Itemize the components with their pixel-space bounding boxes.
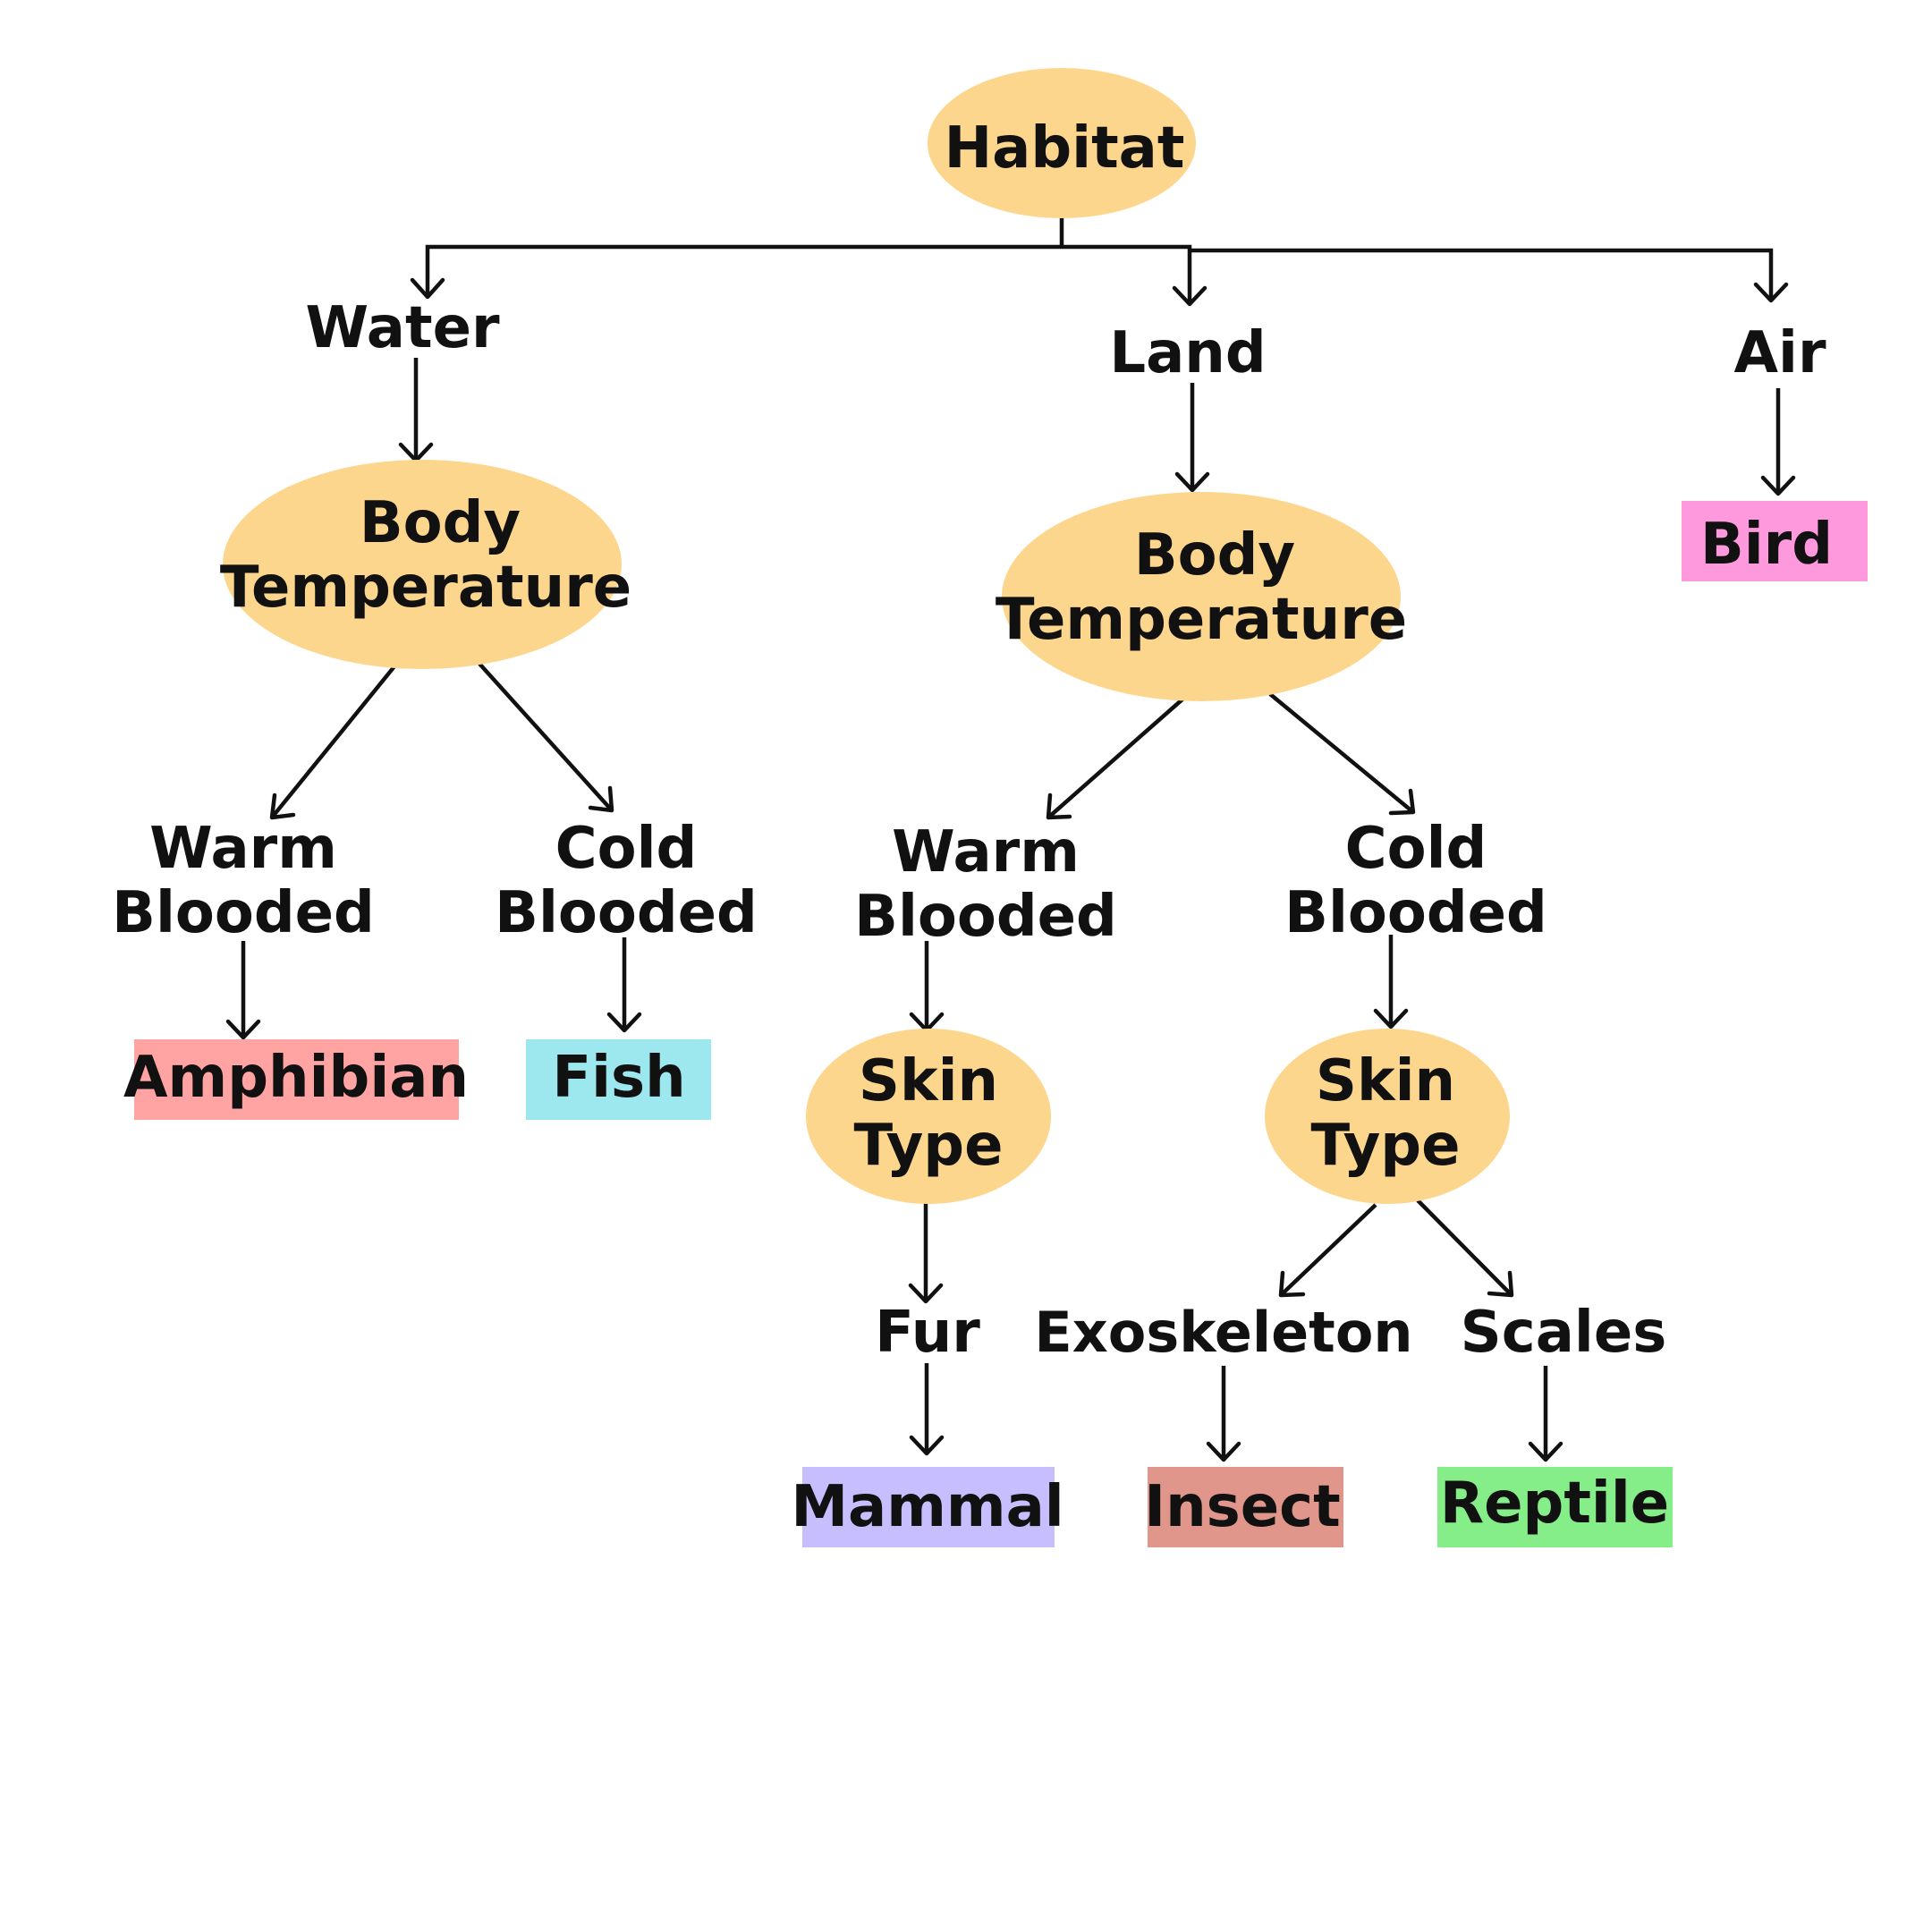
edge-water-bodytemp-to-cold <box>478 662 614 812</box>
reptile-box <box>1437 1467 1673 1547</box>
arrow-land <box>1172 285 1208 307</box>
edge-habitat-to-air <box>1190 248 1774 301</box>
water-bodytemp-ellipse <box>223 460 622 669</box>
water-warm-label-line1: Warm <box>149 816 337 882</box>
land-label: Land <box>1109 320 1266 386</box>
insect-box <box>1148 1467 1343 1547</box>
skintype-cold-label-line1: Skin <box>1316 1048 1455 1114</box>
outcome-boxes <box>134 501 1868 1547</box>
land-bodytemp-label-line1: Body <box>1134 522 1295 589</box>
arrow-insect <box>1206 1441 1241 1462</box>
bird-box <box>1682 501 1868 581</box>
land-warm-label-line2: Blooded <box>854 884 1117 950</box>
arrow-air-bird <box>1760 475 1796 496</box>
arrow-exoskeleton <box>1278 1270 1306 1298</box>
arrow-water-warm <box>269 792 296 820</box>
land-bodytemp-ellipse <box>1002 492 1401 701</box>
edge-land-bodytemp-to-cold <box>1268 692 1415 814</box>
mammal-box <box>802 1467 1055 1547</box>
skintype-cold-ellipse <box>1265 1029 1510 1204</box>
water-bodytemp-label-line2: Temperature <box>220 555 631 621</box>
water-cold-label-line1: Cold <box>555 816 698 882</box>
decision-nodes <box>223 68 1510 1204</box>
air-label: Air <box>1733 320 1826 386</box>
skintype-warm-ellipse <box>806 1029 1051 1204</box>
land-cold-label-line1: Cold <box>1345 816 1487 882</box>
labels: Habitat Water Land Air Body Temperature … <box>112 115 1833 1540</box>
edge-land-bodytemp-to-warm <box>1046 697 1185 819</box>
land-warm-label-line1: Warm <box>892 819 1080 886</box>
fur-label: Fur <box>875 1300 980 1366</box>
scales-label: Scales <box>1461 1300 1667 1366</box>
arrow-mammal <box>909 1435 945 1456</box>
insect-label: Insect <box>1144 1474 1340 1540</box>
skintype-warm-label-line1: Skin <box>859 1048 998 1114</box>
arrow-amphibian <box>225 1019 261 1040</box>
fish-label: Fish <box>552 1045 685 1111</box>
habitat-ellipse <box>928 68 1196 218</box>
arrow-air <box>1753 282 1789 303</box>
edge-water-bodytemp-to-warm <box>270 665 396 819</box>
arrow-land-cold-skintype <box>1373 1008 1409 1030</box>
arrow-land-cold <box>1388 788 1416 816</box>
fish-box <box>526 1039 711 1120</box>
edge-skintype-to-scales <box>1416 1199 1513 1297</box>
arrow-water <box>410 277 445 300</box>
arrow-fish <box>606 1012 642 1033</box>
exoskeleton-label: Exoskeleton <box>1034 1300 1412 1365</box>
land-cold-label-line2: Blooded <box>1284 880 1547 946</box>
arrow-scales <box>1487 1270 1514 1298</box>
water-bodytemp-label-line1: Body <box>360 490 521 556</box>
edge-habitat-to-land <box>1062 244 1192 304</box>
skintype-warm-label-line2: Type <box>854 1113 1004 1179</box>
mammal-label: Mammal <box>791 1474 1063 1540</box>
land-bodytemp-label-line2: Temperature <box>996 587 1407 653</box>
edge-skintype-to-exoskeleton <box>1279 1203 1377 1297</box>
arrow-land-bodytemp <box>1174 471 1210 493</box>
bird-label: Bird <box>1700 512 1833 578</box>
arrow-reptile <box>1528 1441 1563 1462</box>
habitat-label: Habitat <box>945 115 1185 182</box>
water-warm-label-line2: Blooded <box>112 880 375 946</box>
edge-habitat-to-water <box>425 244 1062 297</box>
arrow-fur <box>908 1283 944 1304</box>
water-label: Water <box>305 295 500 361</box>
amphibian-box <box>134 1039 459 1120</box>
water-cold-label-line2: Blooded <box>495 880 758 946</box>
amphibian-label: Amphibian <box>123 1045 469 1111</box>
arrow-land-warm <box>1046 792 1072 820</box>
connectors <box>225 216 1796 1462</box>
reptile-label: Reptile <box>1440 1470 1669 1537</box>
arrow-water-cold <box>588 785 614 813</box>
skintype-cold-label-line2: Type <box>1311 1113 1461 1179</box>
